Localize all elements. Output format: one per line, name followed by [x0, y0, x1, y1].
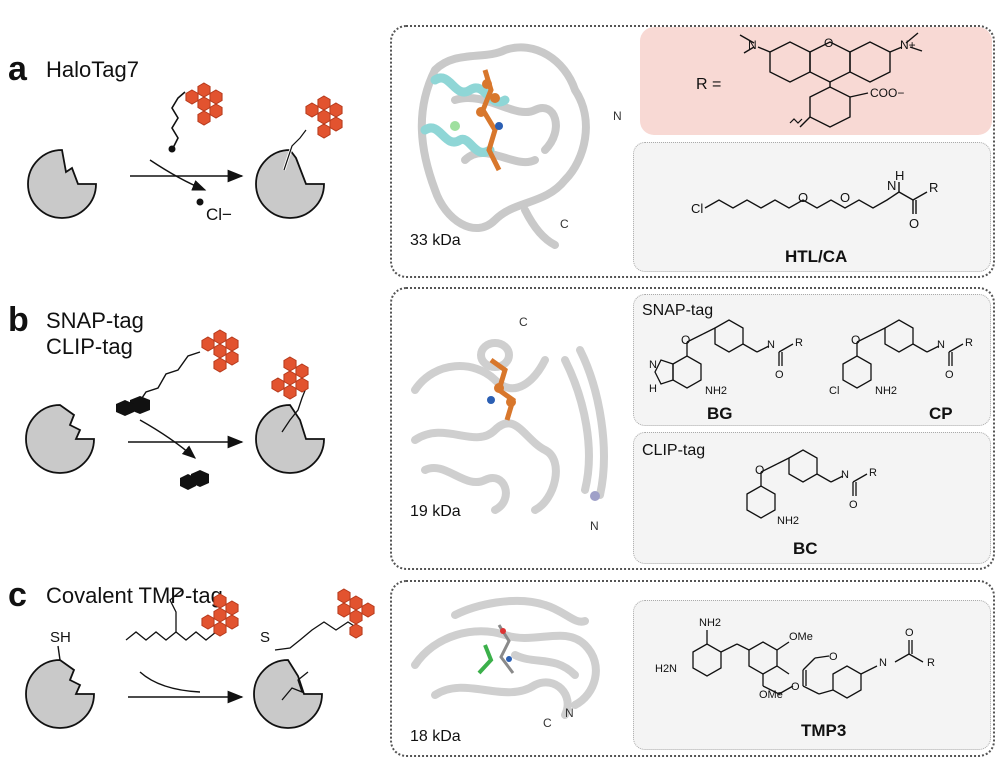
htl-structure: Cl O O H N O R HTL/CA	[691, 168, 938, 266]
halotag-protein-icon	[27, 149, 97, 219]
htl-r: R	[929, 180, 938, 195]
cp-nh: N	[937, 339, 945, 351]
carboxylate-label: COO−	[870, 86, 904, 100]
cp-o2: O	[945, 369, 954, 381]
bg-r: R	[795, 337, 803, 349]
tmp-scheme: SH S	[25, 588, 375, 729]
panel-letter-a: a	[8, 50, 27, 88]
bc-structure: O NH2 N O R BC	[746, 449, 877, 558]
fluorophore-icon	[185, 82, 223, 126]
terminus-n-a: N	[613, 109, 622, 123]
mass-tmp: 18 kDa	[410, 728, 461, 745]
htl-o1: O	[798, 190, 808, 205]
tmp3-ome1: OMe	[789, 631, 813, 643]
bc-r: R	[869, 467, 877, 479]
tmp3-box	[633, 600, 991, 750]
bc-o2: O	[849, 499, 858, 511]
snap-protein-icon	[25, 404, 95, 474]
tmp3-o-ether: O	[791, 681, 800, 693]
bg-n1: N	[649, 359, 657, 371]
tmp3-h2n: H2N	[655, 663, 677, 675]
bg-nh: N	[767, 339, 775, 351]
cp-o: O	[851, 333, 860, 347]
cp-nh2: NH2	[875, 385, 897, 397]
thiol-label: SH	[50, 629, 71, 646]
tmp3-nh: N	[879, 657, 887, 669]
clip-header: CLIP-tag	[642, 442, 706, 459]
svg-text:O: O	[824, 36, 833, 50]
bg-o2: O	[775, 369, 784, 381]
tmp3-nh2-top: NH2	[699, 617, 721, 629]
clip-ligand-box	[633, 432, 991, 564]
htl-cl: Cl	[691, 201, 703, 216]
halotag-scheme: Cl−	[27, 82, 343, 224]
htl-n: N	[887, 178, 896, 193]
snap-header: SNAP-tag	[642, 302, 714, 319]
tmp-structure: C N	[411, 596, 600, 730]
tmp3-structure: NH2 H2N OMe OMe O O N O R TMP3	[655, 617, 935, 740]
r-group-box	[640, 27, 992, 135]
bg-h: H	[649, 383, 657, 395]
cp-r: R	[965, 337, 973, 349]
bg-cp-structures: O N H NH2 N O R BG O Cl NH2 N O R CP	[649, 319, 973, 423]
chloride-label: Cl−	[206, 205, 232, 224]
tmp3-o-acyl: O	[829, 651, 838, 663]
cp-name: CP	[929, 404, 953, 423]
panel-title-clip: CLIP-tag	[46, 334, 133, 359]
bg-name: BG	[707, 404, 733, 423]
halotag-product-icon	[255, 149, 325, 219]
bc-nh2: NH2	[777, 515, 799, 527]
bc-nh: N	[841, 469, 849, 481]
terminus-n-b: N	[590, 519, 599, 533]
tmp-protein-icon	[25, 659, 95, 729]
tmp-product-icon	[253, 659, 323, 729]
tmr-structure: R = O N N+ COO−	[696, 32, 923, 128]
htl-o3: O	[909, 216, 919, 231]
snap-product-icon	[255, 404, 325, 474]
bg-o: O	[681, 333, 690, 347]
reaction-schemes: Cl− SH S	[25, 82, 375, 729]
htl-name: HTL/CA	[785, 247, 847, 266]
terminus-c-b: C	[519, 315, 528, 329]
halotag-structure: N C	[417, 43, 622, 249]
tmp3-ome2: OMe	[759, 689, 783, 701]
panel-title-halotag: HaloTag7	[46, 57, 139, 82]
tmp3-o-amide: O	[905, 627, 914, 639]
snap-structure: C N	[411, 315, 608, 533]
terminus-c-a: C	[560, 217, 569, 231]
thioether-label: S	[260, 629, 270, 646]
htl-h: H	[895, 168, 904, 183]
panel-title-tmp: Covalent TMP-tag	[46, 583, 223, 608]
panel-letter-b: b	[8, 301, 29, 339]
mass-halotag: 33 kDa	[410, 232, 461, 249]
cp-cl: Cl	[829, 385, 839, 397]
htl-box	[633, 142, 991, 272]
bg-nh2: NH2	[705, 385, 727, 397]
nme2-left: N	[748, 38, 757, 52]
tmp3-name: TMP3	[801, 721, 846, 740]
bc-o: O	[755, 463, 764, 477]
htl-o2: O	[840, 190, 850, 205]
r-equals-label: R =	[696, 76, 721, 93]
nme2-right: N+	[900, 38, 916, 52]
snap-ligand-box	[633, 294, 991, 426]
tmp3-r: R	[927, 657, 935, 669]
mass-snap: 19 kDa	[410, 503, 461, 520]
panel-title-snap: SNAP-tag	[46, 308, 144, 333]
terminus-n-c: N	[565, 706, 574, 720]
snap-scheme	[25, 329, 325, 490]
bc-name: BC	[793, 539, 818, 558]
terminus-c-c: C	[543, 716, 552, 730]
panel-letter-c: c	[8, 576, 27, 614]
